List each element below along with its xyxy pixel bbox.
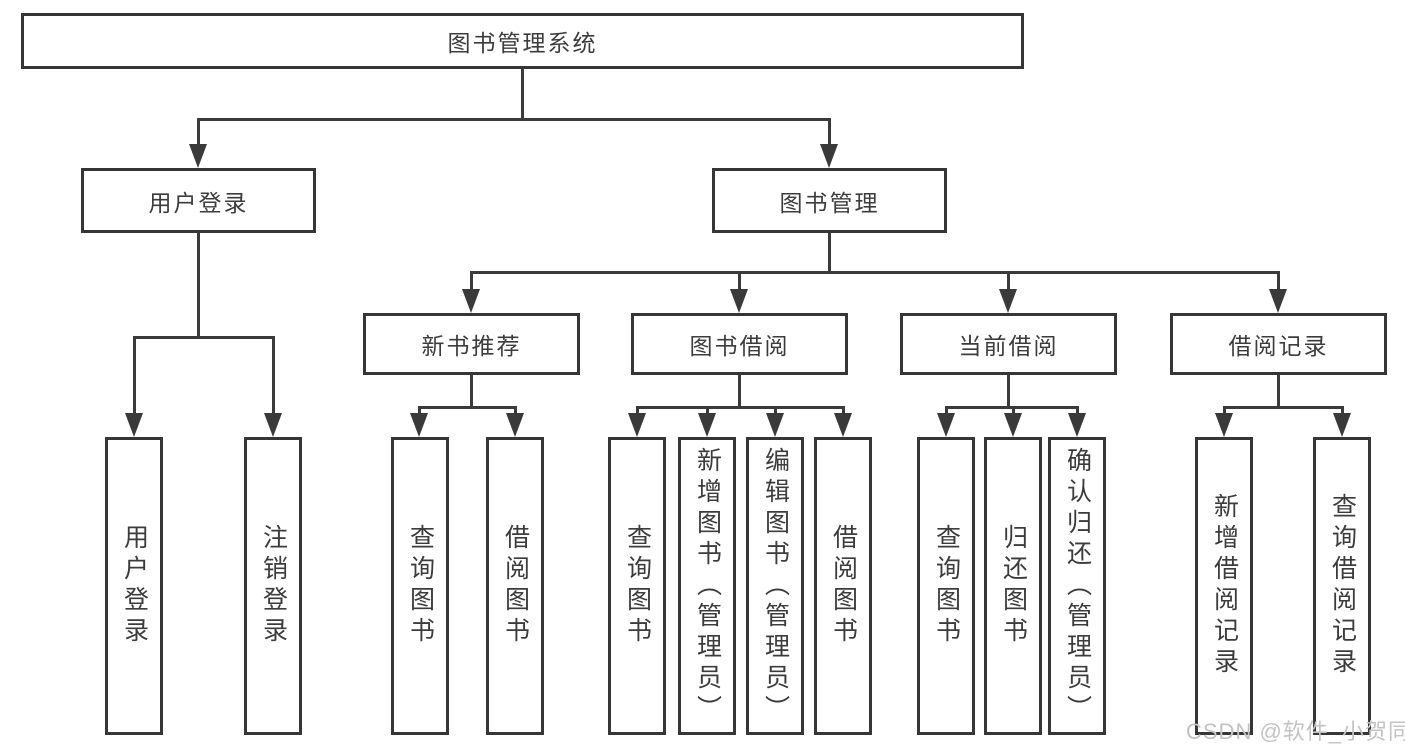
arrowhead-icon xyxy=(766,413,784,437)
node-book-borrowing: 图书借阅 xyxy=(631,313,848,375)
connector-line xyxy=(469,271,1280,274)
node-new-book-recommend-label: 新书推荐 xyxy=(421,333,522,359)
connector-line xyxy=(1340,406,1344,416)
node-user-login: 用户登录 xyxy=(81,168,316,233)
arrowhead-icon xyxy=(628,413,646,437)
leaf-query-books-current: 查询图书 xyxy=(917,437,975,735)
leaf-return-books-label: 归还图书 xyxy=(999,524,1028,648)
leaf-logout-label: 注销登录 xyxy=(259,524,288,648)
connector-line xyxy=(1222,406,1226,416)
connector-line xyxy=(196,118,831,121)
connector-line xyxy=(132,336,275,339)
connector-line xyxy=(827,118,831,146)
connector-line xyxy=(635,406,845,409)
connector-line xyxy=(705,406,709,416)
connector-line xyxy=(132,336,136,413)
leaf-edit-books-admin-label: 编辑图书（管理员） xyxy=(761,446,790,726)
arrowhead-icon xyxy=(410,413,428,437)
connector-line xyxy=(944,406,948,416)
arrowhead-icon xyxy=(1333,413,1351,437)
connector-line xyxy=(773,406,777,416)
arrowhead-icon xyxy=(834,413,852,437)
leaf-return-books: 归还图书 xyxy=(984,437,1042,735)
leaf-query-books-recommend-label: 查询图书 xyxy=(406,524,435,648)
watermark: CSDN @软件_小贺同学 xyxy=(1186,719,1405,744)
node-current-borrowing-label: 当前借阅 xyxy=(958,333,1059,359)
leaf-query-books-borrowing: 查询图书 xyxy=(608,437,666,735)
node-new-book-recommend: 新书推荐 xyxy=(363,313,580,375)
arrowhead-icon xyxy=(698,413,716,437)
connector-line xyxy=(417,406,421,416)
arrowhead-icon xyxy=(125,413,143,437)
arrowhead-icon xyxy=(264,413,282,437)
node-borrowing-records-label: 借阅记录 xyxy=(1228,333,1329,359)
leaf-logout: 注销登录 xyxy=(244,437,302,735)
connector-line xyxy=(1276,271,1280,293)
node-borrowing-records: 借阅记录 xyxy=(1170,313,1387,375)
arrowhead-icon xyxy=(999,289,1017,313)
leaf-add-books-admin: 新增图书（管理员） xyxy=(678,437,736,735)
node-book-management-label: 图书管理 xyxy=(779,189,880,216)
connector-line xyxy=(196,233,200,339)
connector-line xyxy=(1006,271,1010,293)
arrowhead-icon xyxy=(730,289,748,313)
arrowhead-icon xyxy=(189,144,207,168)
leaf-confirm-return-admin: 确认归还（管理员） xyxy=(1048,437,1106,735)
leaf-add-books-admin-label: 新增图书（管理员） xyxy=(693,446,722,726)
connector-line xyxy=(469,271,473,293)
leaf-query-borrow-record: 查询借阅记录 xyxy=(1313,437,1371,735)
leaf-confirm-return-admin-label: 确认归还（管理员） xyxy=(1063,446,1092,726)
connector-line xyxy=(513,406,517,416)
node-current-borrowing: 当前借阅 xyxy=(900,313,1117,375)
arrowhead-icon xyxy=(1269,289,1287,313)
arrowhead-icon xyxy=(1215,413,1233,437)
connector-line xyxy=(841,406,845,416)
leaf-query-borrow-record-label: 查询借阅记录 xyxy=(1328,493,1357,679)
arrowhead-icon xyxy=(462,289,480,313)
connector-line xyxy=(1006,375,1010,409)
arrowhead-icon xyxy=(1004,413,1022,437)
connector-line xyxy=(827,233,831,274)
connector-line xyxy=(635,406,639,416)
connector-line xyxy=(737,375,741,409)
leaf-user-login: 用户登录 xyxy=(105,437,163,735)
leaf-add-borrow-record: 新增借阅记录 xyxy=(1195,437,1253,735)
node-root-label: 图书管理系统 xyxy=(447,30,598,56)
connector-line xyxy=(196,118,200,146)
node-book-borrowing-label: 图书借阅 xyxy=(689,333,790,359)
connector-line xyxy=(520,69,524,121)
leaf-query-books-borrowing-label: 查询图书 xyxy=(623,524,652,648)
arrowhead-icon xyxy=(506,413,524,437)
leaf-borrow-books-recommend-label: 借阅图书 xyxy=(501,524,530,648)
leaf-borrow-books-label: 借阅图书 xyxy=(829,524,858,648)
connector-line xyxy=(469,375,473,409)
connector-line xyxy=(271,336,275,413)
arrowhead-icon xyxy=(1068,413,1086,437)
leaf-borrow-books: 借阅图书 xyxy=(814,437,872,735)
connector-line xyxy=(1222,406,1344,409)
connector-line xyxy=(737,271,741,293)
node-book-management: 图书管理 xyxy=(712,168,947,233)
node-root: 图书管理系统 xyxy=(21,13,1024,69)
connector-line xyxy=(417,406,517,409)
leaf-query-books-current-label: 查询图书 xyxy=(932,524,961,648)
leaf-add-borrow-record-label: 新增借阅记录 xyxy=(1210,493,1239,679)
connector-line xyxy=(1011,406,1015,416)
connector-line xyxy=(1075,406,1079,416)
leaf-edit-books-admin: 编辑图书（管理员） xyxy=(746,437,804,735)
node-user-login-label: 用户登录 xyxy=(148,189,249,216)
connector-line xyxy=(1276,375,1280,409)
arrowhead-icon xyxy=(820,144,838,168)
leaf-user-login-label: 用户登录 xyxy=(120,524,149,648)
arrowhead-icon xyxy=(937,413,955,437)
leaf-borrow-books-recommend: 借阅图书 xyxy=(486,437,544,735)
leaf-query-books-recommend: 查询图书 xyxy=(391,437,449,735)
